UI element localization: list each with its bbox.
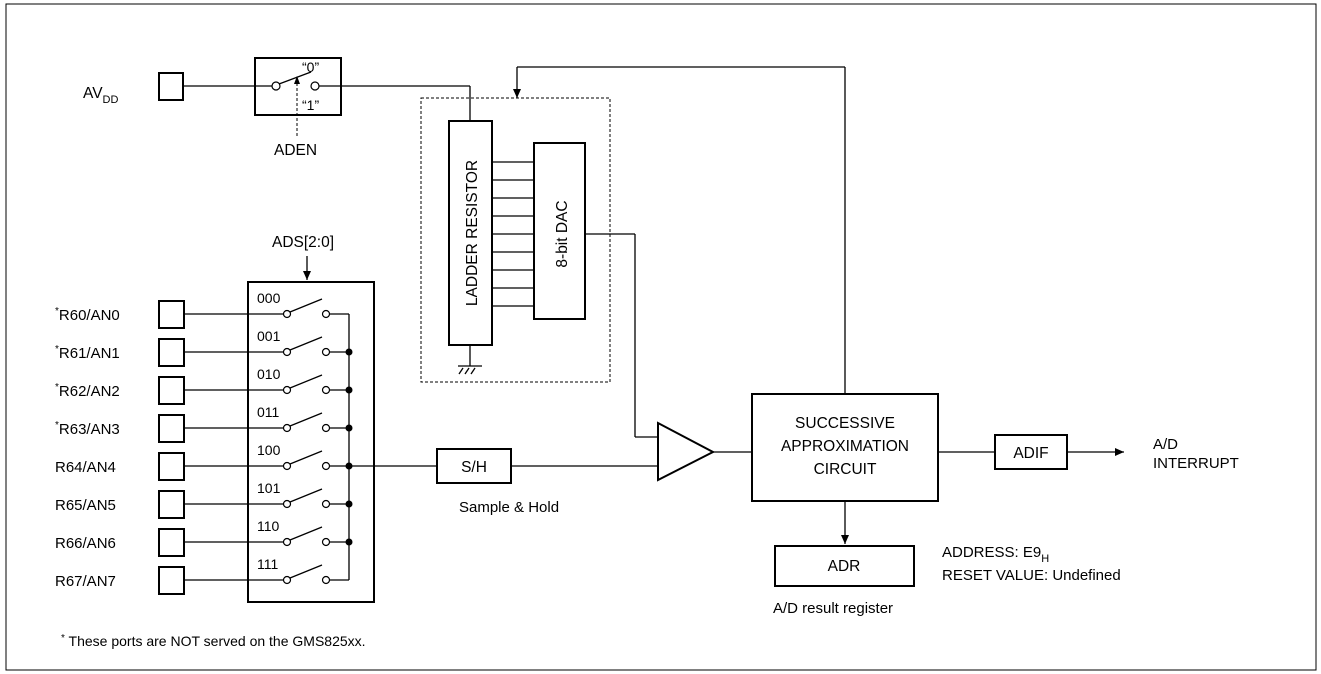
analog-pin-label: R67/AN7 bbox=[55, 573, 116, 590]
switch-contact bbox=[282, 537, 292, 547]
switch-state-0: “0” bbox=[302, 59, 319, 75]
analog-mux-block bbox=[247, 281, 375, 603]
analog-pin-label: *R61/AN1 bbox=[55, 344, 120, 362]
ladder-taps bbox=[492, 161, 534, 307]
diagram-frame bbox=[5, 3, 1317, 671]
mux-channel-row: *R60/AN0 000 bbox=[55, 290, 349, 329]
successive-approximation-block bbox=[751, 393, 939, 502]
switch-contact bbox=[321, 575, 331, 585]
switch-state-1: “1” bbox=[302, 97, 319, 113]
select-code-label: 010 bbox=[257, 366, 281, 382]
switch-contact bbox=[282, 347, 292, 357]
interrupt-line-2: INTERRUPT bbox=[1153, 455, 1239, 472]
analog-pin-box bbox=[158, 338, 185, 367]
select-code-label: 000 bbox=[257, 290, 281, 306]
mux-channel-row: R64/AN4 100 bbox=[55, 442, 353, 481]
select-code-label: 001 bbox=[257, 328, 281, 344]
analog-pin-label: R64/AN4 bbox=[55, 459, 116, 476]
dac-label: 8-bit DAC bbox=[554, 200, 571, 267]
select-code-label: 100 bbox=[257, 442, 281, 458]
analog-pin-label: R66/AN6 bbox=[55, 535, 116, 552]
analog-pin-box bbox=[158, 490, 185, 519]
select-code-label: 011 bbox=[257, 404, 280, 420]
switch-contact bbox=[282, 423, 292, 433]
sac-line-3: CIRCUIT bbox=[814, 461, 877, 478]
footnote: * These ports are NOT served on the GMS8… bbox=[61, 633, 366, 649]
mux-channel-row: R67/AN7 111 bbox=[55, 556, 349, 595]
select-code-label: 110 bbox=[257, 518, 280, 534]
mux-channels: *R60/AN0 000 *R61/AN1 001 *R62/AN2 010 *R63/AN… bbox=[55, 290, 353, 595]
analog-pin-label: *R62/AN2 bbox=[55, 382, 120, 400]
mux-channel-row: *R62/AN2 010 bbox=[55, 366, 353, 405]
analog-pin-label: *R63/AN3 bbox=[55, 420, 120, 438]
analog-pin-box bbox=[158, 452, 185, 481]
sample-hold-block bbox=[436, 448, 512, 484]
analog-pin-box bbox=[158, 528, 185, 557]
adr-caption: A/D result register bbox=[773, 600, 893, 617]
mux-channel-row: *R63/AN3 011 bbox=[55, 404, 353, 443]
select-code-label: 101 bbox=[257, 480, 281, 496]
sac-line-2: APPROXIMATION bbox=[781, 438, 909, 455]
switch-contact bbox=[282, 309, 292, 319]
comparator bbox=[657, 421, 716, 482]
analog-pin-label: *R60/AN0 bbox=[55, 306, 120, 324]
adif-label: ADIF bbox=[1013, 445, 1048, 462]
sac-line-1: SUCCESSIVE bbox=[795, 415, 895, 432]
switch-contact bbox=[321, 499, 331, 509]
adr-address: ADDRESS: E9H bbox=[942, 544, 1049, 565]
switch-contact bbox=[321, 461, 331, 471]
dac-region-dashed bbox=[420, 97, 611, 383]
switch-contact bbox=[321, 423, 331, 433]
dac-block bbox=[533, 142, 586, 320]
switch-contact bbox=[282, 385, 292, 395]
select-code-label: 111 bbox=[257, 556, 278, 572]
mux-channel-row: R66/AN6 110 bbox=[55, 518, 353, 557]
adr-register-block bbox=[774, 545, 915, 587]
switch-contact bbox=[282, 499, 292, 509]
analog-pin-box bbox=[158, 300, 185, 329]
switch-contact bbox=[282, 575, 292, 585]
analog-pin-label: R65/AN5 bbox=[55, 497, 116, 514]
mux-channel-row: R65/AN5 101 bbox=[55, 480, 353, 519]
mux-channel-row: *R61/AN1 001 bbox=[55, 328, 353, 367]
switch-contact bbox=[321, 537, 331, 547]
analog-pin-box bbox=[158, 376, 185, 405]
ads-select-label: ADS[2:0] bbox=[272, 234, 334, 251]
avdd-label: AVDD bbox=[83, 85, 118, 106]
adr-reset-value: RESET VALUE: Undefined bbox=[942, 567, 1121, 584]
switch-contact bbox=[321, 347, 331, 357]
adr-label: ADR bbox=[828, 558, 861, 575]
avdd-pin bbox=[158, 72, 184, 101]
sample-hold-label: S/H bbox=[461, 459, 487, 476]
ladder-resistor-label: LADDER RESISTOR bbox=[464, 160, 481, 306]
switch-contact bbox=[282, 461, 292, 471]
switch-contact bbox=[321, 309, 331, 319]
analog-pin-box bbox=[158, 414, 185, 443]
aden-label: ADEN bbox=[274, 142, 317, 159]
analog-pin-box bbox=[158, 566, 185, 595]
sample-hold-caption: Sample & Hold bbox=[459, 499, 559, 516]
interrupt-line-1: A/D bbox=[1153, 436, 1178, 453]
switch-contact bbox=[321, 385, 331, 395]
